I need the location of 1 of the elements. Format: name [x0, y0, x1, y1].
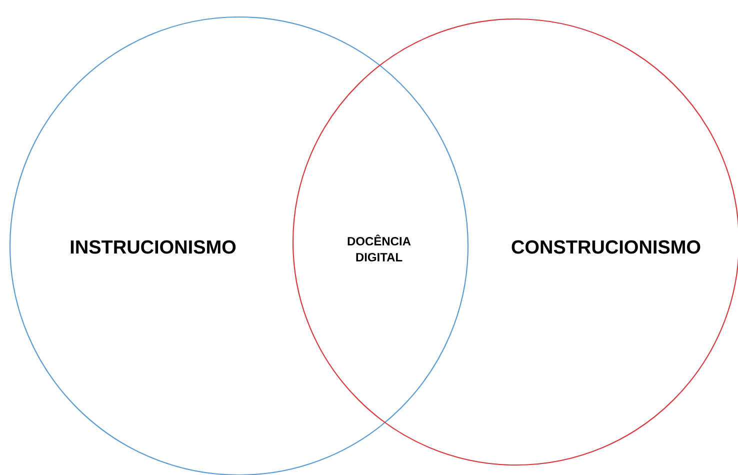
overlap-label: DOCÊNCIA DIGITAL: [348, 234, 411, 262]
